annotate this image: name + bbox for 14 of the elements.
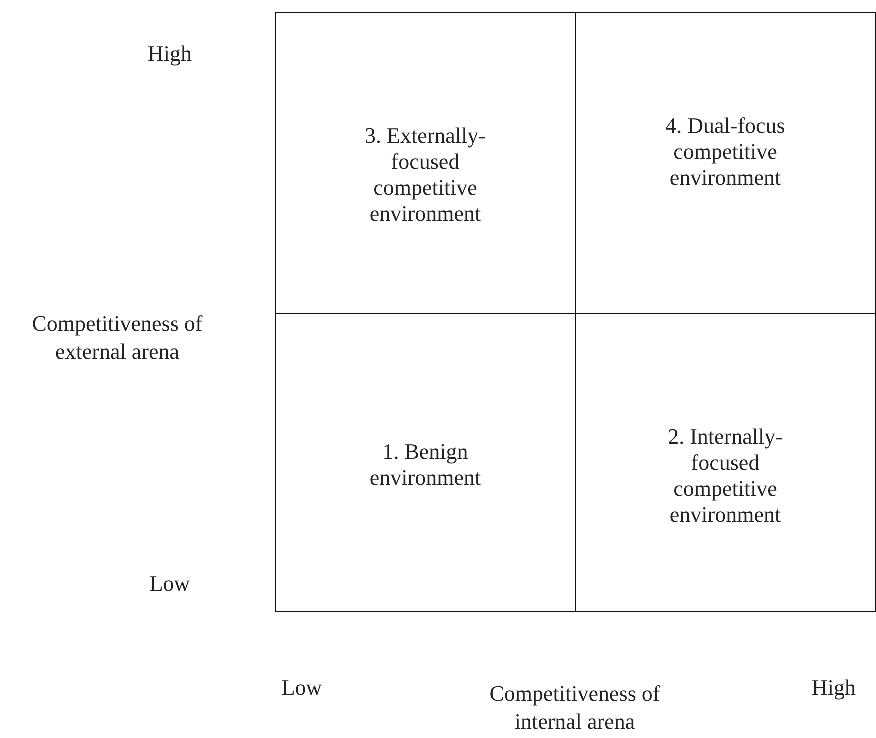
quadrant-label: 1. Benign environment [368,439,482,491]
axis-title: Competitiveness of external arena [31,310,204,366]
axis-title: Competitiveness of internal arena [488,680,662,736]
quadrant-label: 4. Dual-focus competitive environment [664,113,786,191]
quadrant-label: 2. Internally-focused competitive environment [667,424,784,528]
axis-tick-label: High [811,674,857,702]
quadrant-label: 3. Externally-focused competitive environment [364,123,487,227]
quadrant-box [275,12,576,314]
quadrant-box [575,12,876,314]
quadrant-box [575,313,876,612]
axis-tick-label: High [147,40,193,68]
quadrant-box [275,313,576,612]
axis-tick-label: Low [280,674,324,702]
axis-tick-label: Low [148,570,192,598]
